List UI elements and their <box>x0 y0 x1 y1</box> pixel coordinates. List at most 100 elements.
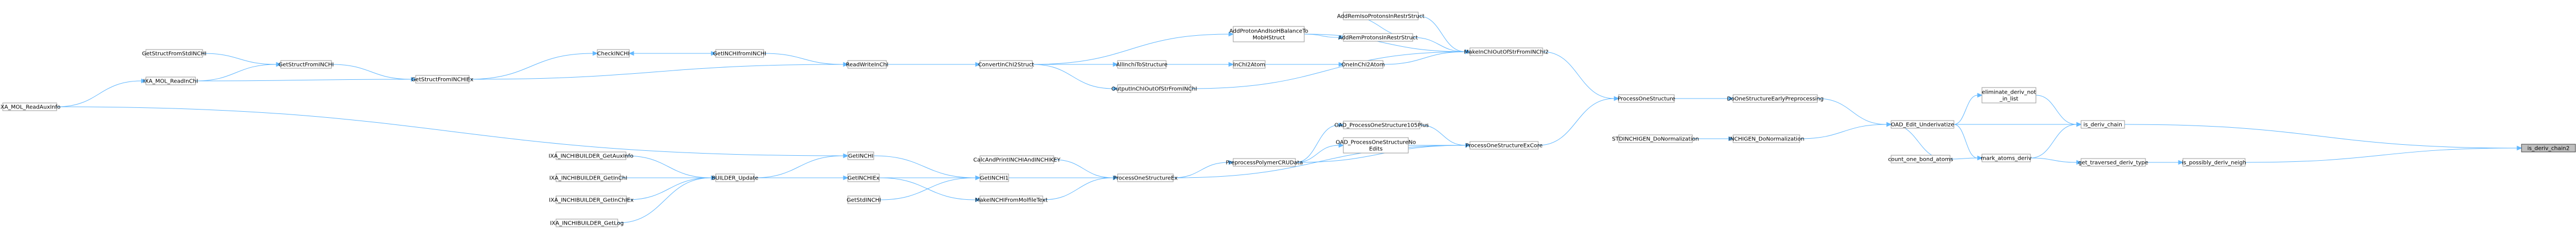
node-box <box>1343 121 1420 129</box>
arrowhead <box>276 62 282 67</box>
node-is-possibly-deriv-neigh[interactable]: is_possibly_deriv_neigh <box>2182 158 2246 167</box>
node-mark-atoms-deriv[interactable]: mark_atoms_deriv <box>1981 154 2032 162</box>
node-label: OneInChI2Atom <box>1342 62 1385 68</box>
node-makeinchioutofstrfrominchi2[interactable]: MakeInChIOutOfStrFromINChI2 <box>1464 47 1549 56</box>
node-get-traversed-deriv-type[interactable]: get_traversed_deriv_type <box>2078 158 2148 167</box>
node-box <box>847 195 880 204</box>
node-oad-processonestructure105plus[interactable]: OAD_ProcessOneStructure105Plus <box>1335 121 1429 129</box>
node-oad-edit-underivatize[interactable]: OAD_Edit_Underivatize <box>1891 120 1954 129</box>
function-nodes: is_deriv_chain2 is_deriv_chain is_possibly… <box>0 12 2576 227</box>
node-calcandprintinchiandinchikey[interactable]: CalcAndPrintINCHIAndINCHIKEY <box>973 155 1061 164</box>
arrowhead <box>1113 62 1119 67</box>
node-preprocesspolymercrudata[interactable]: PreprocessPolymerCRUData <box>1226 158 1303 167</box>
node-ixa-inchibuilder-getinchi[interactable]: IXA_INCHIBUILDER_GetInChI <box>549 173 628 182</box>
node-label: GetStdINCHI <box>847 198 881 204</box>
node-is-deriv-chain2[interactable]: is_deriv_chain2 <box>2521 144 2576 152</box>
node-processonestructure[interactable]: ProcessOneStructure <box>1618 94 1675 103</box>
arrowhead <box>1228 31 1234 37</box>
node-label: mark_atoms_deriv <box>1981 156 2032 162</box>
call-edge <box>2030 157 2082 165</box>
node-label: IXA_INCHIBUILDER_GetInChI <box>549 176 628 182</box>
node-box <box>1981 154 2031 162</box>
call-edge <box>1042 175 1119 200</box>
arrowhead <box>1465 143 1471 148</box>
node-addremisoprotonsinrestrstruct[interactable]: AddRemIsoProtonsInRestrStruct <box>1337 12 1425 20</box>
call-edges <box>56 13 2523 223</box>
node-label: PreprocessPolymerCRUData <box>1226 160 1303 166</box>
node-getstructfrominchi[interactable]: GetStructFromINCHI <box>279 60 334 69</box>
node-readwriteinchi[interactable]: ReadWriteInChI <box>846 60 889 69</box>
call-edge <box>195 62 282 81</box>
node-getinchi[interactable]: GetINCHI <box>847 151 874 160</box>
node-ixa-inchibuilder-getlog[interactable]: IXA_INCHIBUILDER_GetLog <box>550 219 624 227</box>
node-box <box>847 151 874 160</box>
node-stdinchigen-donormalization[interactable]: STDINCHIGEN_DoNormalization <box>1612 134 1699 143</box>
node-inchigen-donormalization[interactable]: INCHIGEN_DoNormalization <box>1729 134 1805 143</box>
node-oneinchi2atom[interactable]: OneInChI2Atom <box>1342 60 1385 69</box>
node-eliminate-deriv-not-in-list[interactable]: eliminate_deriv_not_in_list <box>1981 87 2036 103</box>
node-outputinchioutofstrfrominchi[interactable]: OutputInChIOutOfStrFromINChI <box>1112 84 1197 93</box>
call-edge <box>879 175 981 200</box>
node-label: is_possibly_deriv_neigh <box>2182 160 2246 166</box>
node-box <box>555 219 618 227</box>
node-ixa-mol-readauxinfo[interactable]: IXA_MOL_ReadAuxInfo <box>0 102 61 111</box>
call-edge <box>1166 62 1234 67</box>
arrowhead <box>1465 49 1471 54</box>
node-label: ProcessOneStructureEx <box>1113 176 1178 182</box>
node-box <box>1343 12 1419 20</box>
node-ixa-inchibuilder-getauxinfo[interactable]: IXA_INCHIBUILDER_GetAuxInfo <box>548 151 634 160</box>
arrowhead <box>1728 96 1734 101</box>
node-box <box>979 195 1043 204</box>
arrowhead <box>1338 122 1344 128</box>
node-processonestructureex[interactable]: ProcessOneStructureEx <box>1113 173 1178 182</box>
node-label: ReadWriteInChI <box>846 62 888 68</box>
node-label: eliminate_deriv_not <box>1982 90 2036 96</box>
call-edge <box>1954 122 2082 127</box>
node-processonestructureexcore[interactable]: ProcessOneStructureExCore <box>1466 141 1543 150</box>
node-inchi2atom[interactable]: InChI2Atom <box>1233 60 1266 69</box>
node-getinchi1[interactable]: GetINCHI1 <box>979 173 1009 182</box>
node-label: AddProtonAndIsoHBalanceTo <box>1229 29 1308 35</box>
node-builder-update[interactable]: BUILDER_Update <box>712 173 759 182</box>
node-box <box>847 173 880 182</box>
call-edge <box>1032 64 1119 91</box>
call-edge <box>56 78 147 107</box>
node-box <box>979 155 1054 164</box>
call-edge <box>2124 124 2523 151</box>
arrowhead <box>1338 62 1344 67</box>
node-box <box>2081 158 2146 167</box>
call-edge <box>879 177 981 203</box>
node-makeinchifrommolfiletext[interactable]: MakeINCHIFromMolfileText <box>975 195 1048 204</box>
arrowhead <box>592 51 598 56</box>
call-edge <box>1817 98 1892 127</box>
node-addremprotonsinrestrstruct[interactable]: AddRemProtonsInRestrStruct <box>1338 33 1418 42</box>
call-edge <box>2035 95 2082 127</box>
node-getstdinchi[interactable]: GetStdINCHI <box>847 195 881 204</box>
node-box <box>979 60 1033 69</box>
arrowhead <box>1977 92 1983 98</box>
arrowhead <box>975 197 981 203</box>
arrowhead <box>975 175 981 181</box>
node-ixa-mol-readinchi[interactable]: IXA_MOL_ReadInChI <box>143 77 198 85</box>
node-box <box>715 173 755 182</box>
arrowhead <box>1977 155 1983 161</box>
node-label: AddRemIsoProtonsInRestrStruct <box>1337 14 1425 20</box>
node-box <box>979 173 1009 182</box>
node-is-deriv-chain[interactable]: is_deriv_chain <box>2081 120 2125 129</box>
node-checkinchi[interactable]: CheckINCHI <box>597 49 630 58</box>
node-getstructfrominchiex[interactable]: GetStructFromINCHIEx <box>411 75 473 84</box>
node-getstructfromstdinchi[interactable]: GetStructFromStdINCHI <box>142 49 206 58</box>
arrowhead <box>1228 160 1234 165</box>
node-convertinchi2struct[interactable]: ConvertInChI2Struct <box>978 60 1034 69</box>
node-count-one-bond-atoms[interactable]: count_one_bond_atoms <box>1888 155 1953 163</box>
arrowhead <box>843 175 849 181</box>
call-edge <box>1265 62 1344 67</box>
node-getinchiex[interactable]: GetINCHIEx <box>847 173 880 182</box>
node-doonestructureearlypreprocessing[interactable]: DoOneStructureEarlyPreprocessing <box>1727 94 1824 103</box>
node-box <box>280 60 332 69</box>
node-ixa-inchibuilder-getinchiex[interactable]: IXA_INCHIBUILDER_GetInChIEx <box>549 195 634 204</box>
node-getinchifrominchi[interactable]: GetINCHIfromINCHI <box>713 49 766 58</box>
node-allinchitostructure[interactable]: AllInchiToStructure <box>1116 60 1168 69</box>
